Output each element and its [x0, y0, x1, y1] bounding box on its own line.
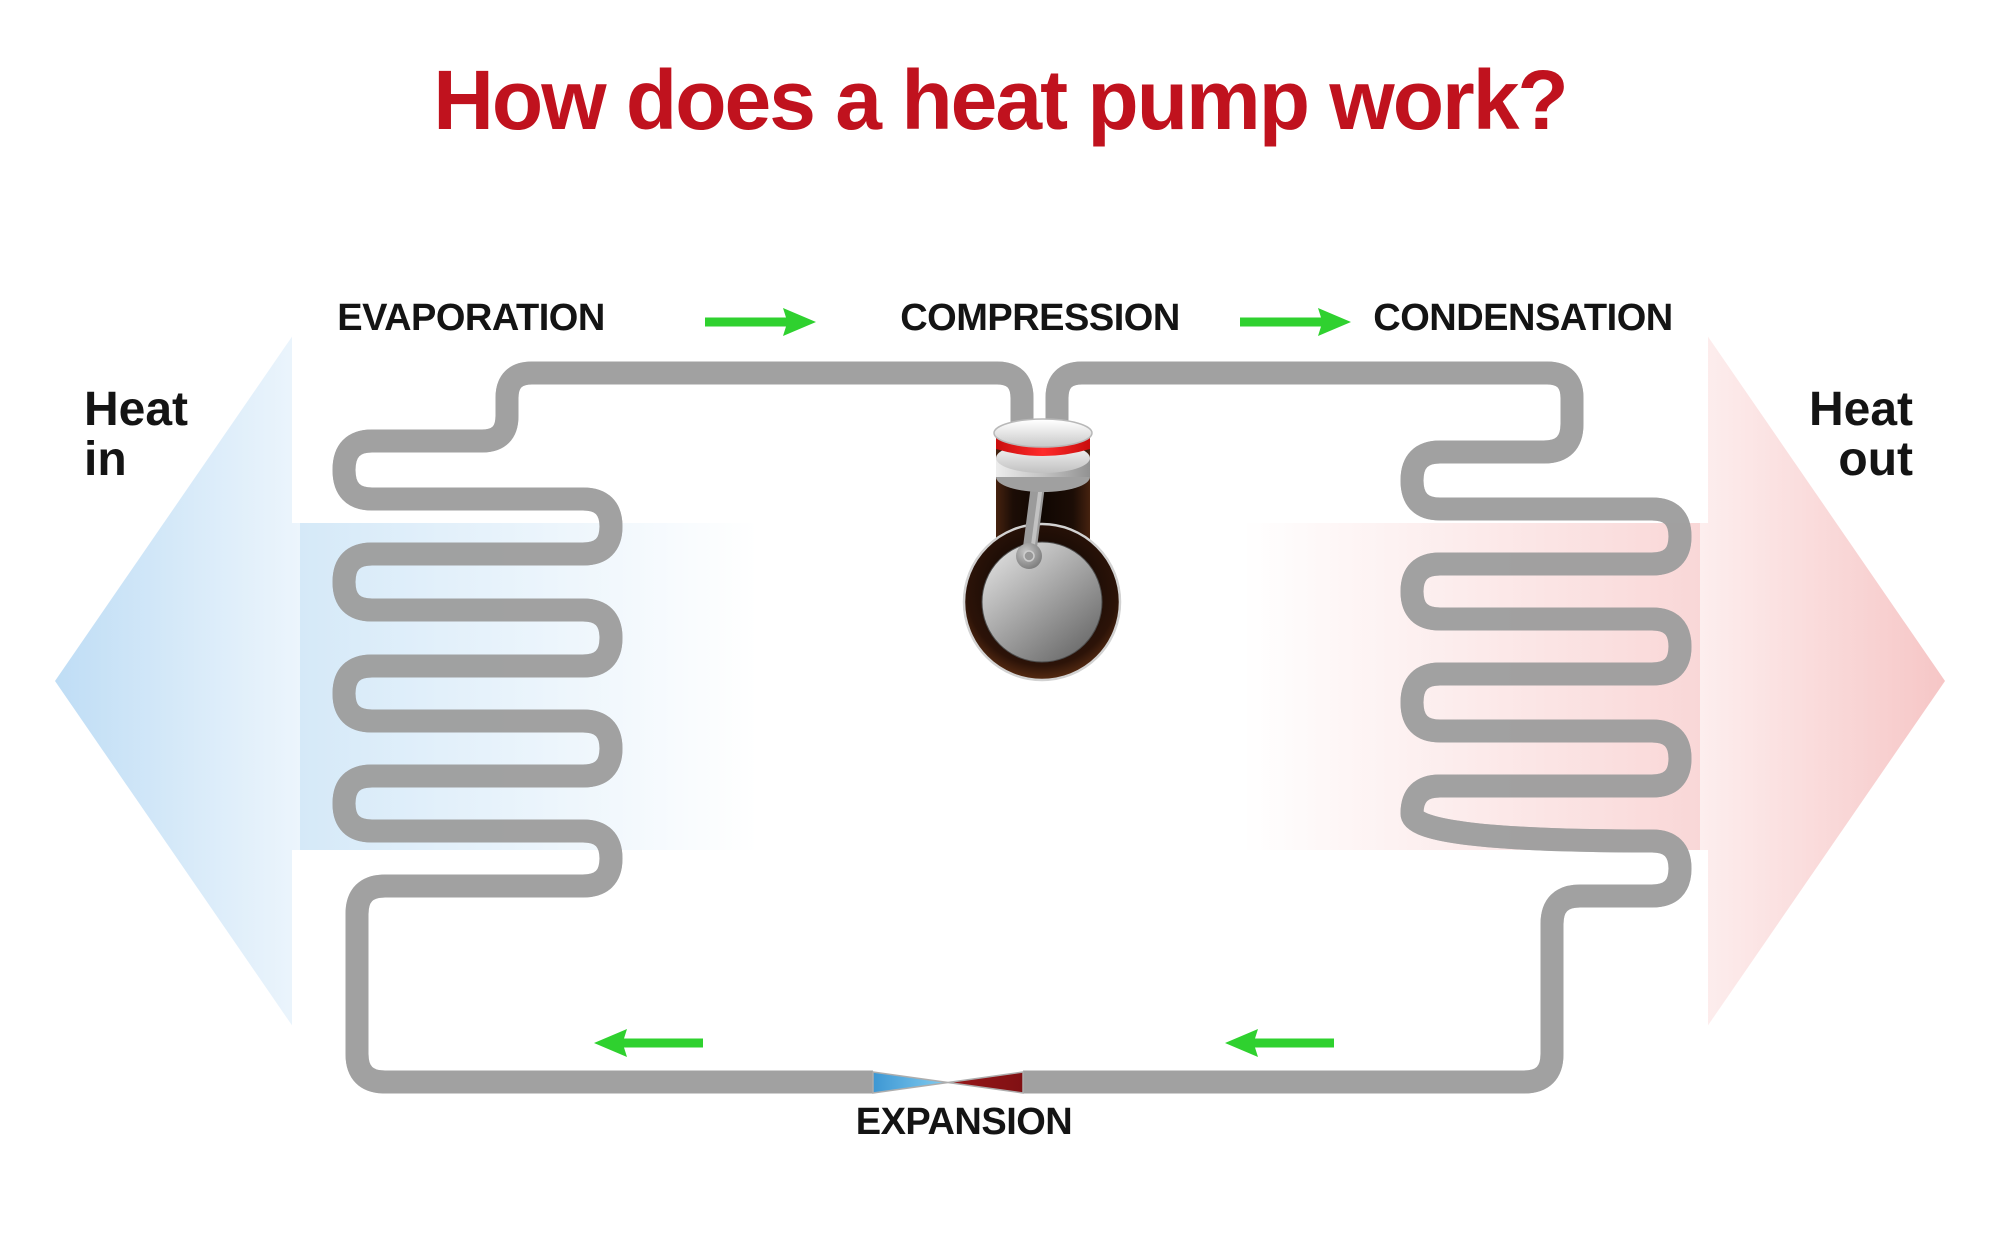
label-heat-out: Heat out [1809, 385, 1913, 485]
page-title: How does a heat pump work? [433, 53, 1568, 147]
compressor [962, 418, 1122, 682]
flow-arrow-right-icon [705, 308, 816, 336]
label-compression: COMPRESSION [900, 297, 1180, 339]
label-expansion: EXPANSION [855, 1101, 1073, 1143]
flow-arrow-left-icon [1225, 1029, 1334, 1057]
compressor-flywheel [981, 541, 1103, 663]
condenser-coil [1023, 361, 1692, 1094]
label-heat-out-line1: Heat [1808, 383, 1913, 436]
label-evaporation: EVAPORATION [337, 297, 605, 339]
flow-arrow-left-icon [594, 1029, 703, 1057]
flow-arrow-right-icon [1240, 308, 1351, 336]
big-left-arrow-icon [55, 325, 758, 1037]
label-condensation: CONDENSATION [1373, 297, 1673, 339]
compressor-head-cap [993, 418, 1093, 448]
expansion-valve [872, 1071, 1024, 1094]
evaporator-coil [332, 361, 1034, 1094]
label-heat-in-line2: in [84, 433, 127, 486]
label-heat-out-line2: out [1838, 433, 1913, 486]
label-heat-in: Heat in [84, 385, 188, 485]
label-heat-in-line1: Heat [84, 383, 189, 436]
flow-arrows [594, 308, 1351, 1057]
